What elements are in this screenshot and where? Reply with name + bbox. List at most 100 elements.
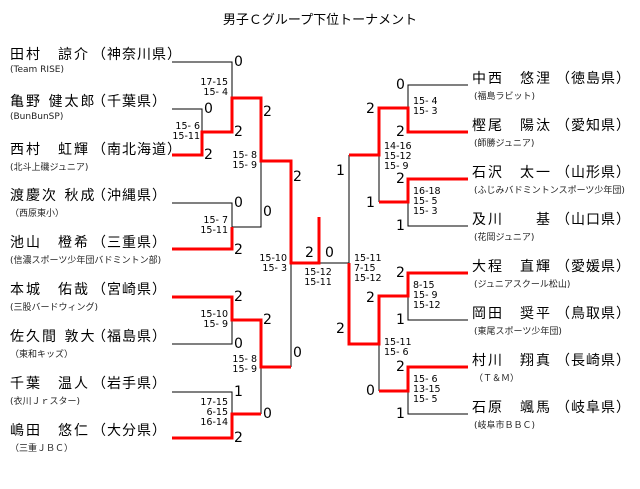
player-club: (三股バードウィング) — [10, 303, 99, 313]
player-club: (北斗上磯ジュニア) — [10, 163, 89, 173]
games-won: 2 — [234, 242, 243, 258]
games-won: 2 — [263, 312, 272, 328]
games-won: 2 — [396, 265, 405, 281]
player-name: 石沢 太一 — [472, 165, 552, 181]
bracket-lines-black — [172, 61, 468, 415]
player-club: (福島ラビット) — [474, 92, 536, 102]
match-score: 15-10 15- 3 — [259, 253, 287, 274]
player-name: 渡慶次 秋成 — [10, 188, 97, 204]
games-won: 2 — [396, 124, 405, 140]
games-won: 2 — [336, 321, 345, 337]
games-won: 0 — [293, 345, 302, 361]
games-won: 2 — [263, 104, 272, 120]
player-prefecture: （大分県） — [92, 423, 167, 439]
player-club: （三重ＪＢＣ） — [10, 444, 74, 454]
match-score: 15-11 15- 6 — [384, 337, 412, 358]
games-won: 0 — [234, 336, 243, 352]
player-club: (東尾スポーツ少年団) — [474, 327, 562, 337]
games-won: 1 — [396, 218, 405, 234]
games-won: 2 — [366, 290, 375, 306]
player-prefecture: （愛媛県） — [556, 259, 631, 275]
games-won: 0 — [325, 245, 334, 261]
games-won: 1 — [396, 406, 405, 422]
match-score: 15-10 15- 9 — [200, 309, 228, 330]
player-club: (BunBunSP) — [10, 112, 64, 122]
match-score: 15- 8 15- 9 — [232, 354, 257, 375]
games-won: 2 — [234, 289, 243, 305]
match-score: 15- 7 15-11 — [200, 215, 228, 236]
player-prefecture: （岩手県） — [92, 376, 167, 392]
match-score: 15- 6 15-11 — [172, 121, 200, 142]
games-won: 0 — [263, 204, 272, 220]
player-name: 亀野 健太郎 — [10, 94, 97, 110]
player-club: (岐阜市ＢＢＣ) — [474, 421, 536, 431]
player-prefecture: （宮崎県） — [92, 282, 167, 298]
match-score: 8-15 15- 9 15-12 — [413, 280, 441, 311]
player-prefecture: （岐阜県） — [556, 400, 631, 416]
games-won: 0 — [234, 195, 243, 211]
match-score: 15-12 15-11 — [304, 267, 332, 288]
player-name: 大程 直輝 — [472, 259, 552, 275]
player-club: (花岡ジュニア) — [474, 233, 535, 243]
player-prefecture: （山口県） — [556, 212, 631, 228]
games-won: 0 — [396, 77, 405, 93]
player-prefecture: （福島県） — [92, 329, 167, 345]
player-prefecture: （沖縄県） — [92, 188, 167, 204]
match-score: 15-11 7-15 15-12 — [354, 253, 382, 284]
page-title: 男子Ｃグループ下位トーナメント — [222, 13, 418, 28]
player-prefecture: （愛知県） — [556, 118, 631, 134]
player-name: 及川 基 — [472, 212, 552, 228]
player-prefecture: （鳥取県） — [556, 306, 631, 322]
player-club: （東和キッズ） — [10, 350, 74, 360]
games-won: 2 — [305, 245, 314, 261]
games-won: 0 — [234, 54, 243, 70]
player-name: 池山 橙希 — [10, 235, 90, 251]
player-club: (ふじみバドミントンスポーツ少年団) — [474, 186, 625, 196]
player-prefecture: （徳島県） — [556, 71, 631, 87]
player-name: 岡田 奨平 — [472, 306, 552, 322]
player-name: 村川 翔真 — [472, 353, 552, 369]
games-won: 2 — [234, 124, 243, 140]
games-won: 2 — [293, 169, 302, 185]
player-prefecture: （神奈川県） — [92, 47, 182, 63]
bracket-lines-winner — [172, 96, 468, 440]
match-score: 15- 6 13-15 15- 5 — [413, 374, 441, 405]
games-won: 1 — [336, 163, 345, 179]
player-prefecture: （南北海道） — [92, 142, 182, 158]
player-name: 西村 虹輝 — [10, 142, 90, 158]
games-won: 0 — [204, 101, 213, 117]
player-name: 石原 颯馬 — [472, 400, 552, 416]
player-name: 本城 佑哉 — [10, 282, 90, 298]
games-won: 1 — [234, 384, 243, 400]
match-score: 15- 8 15- 9 — [232, 150, 257, 171]
games-won: 1 — [366, 195, 375, 211]
player-prefecture: （千葉県） — [92, 94, 167, 110]
player-name: 千葉 温人 — [10, 376, 90, 392]
match-score: 16-18 15- 5 15- 3 — [413, 186, 441, 217]
player-prefecture: （三重県） — [92, 235, 167, 251]
match-score: 14-16 15-12 15- 9 — [384, 141, 412, 172]
player-club: （Ｔ＆Ｍ） — [474, 374, 520, 384]
games-won: 2 — [396, 171, 405, 187]
player-prefecture: （長崎県） — [556, 353, 631, 369]
match-score: 17-15 6-15 16-14 — [200, 397, 228, 428]
games-won: 0 — [263, 406, 272, 422]
player-name: 嶋田 悠仁 — [10, 423, 90, 439]
player-name: 田村 諒介 — [10, 47, 90, 63]
player-club: (Team RISE) — [10, 65, 64, 75]
player-name: 佐久間 敦大 — [10, 329, 97, 345]
player-prefecture: （山形県） — [556, 165, 631, 181]
player-club: (衣川Ｊｒスター) — [10, 397, 81, 407]
games-won: 2 — [366, 101, 375, 117]
match-score: 15- 4 15- 3 — [413, 96, 438, 117]
player-club: (師勝ジュニア) — [474, 139, 535, 149]
player-name: 樫尾 陽汰 — [472, 118, 552, 134]
match-score: 17-15 15- 4 — [200, 77, 228, 98]
player-club: (信濃スポーツ少年団バドミントン部) — [10, 256, 162, 266]
games-won: 1 — [396, 312, 405, 328]
player-club: (ジュニアスクール松山) — [474, 280, 571, 290]
games-won: 2 — [396, 359, 405, 375]
player-club: （西原東小） — [10, 209, 65, 219]
games-won: 0 — [366, 383, 375, 399]
